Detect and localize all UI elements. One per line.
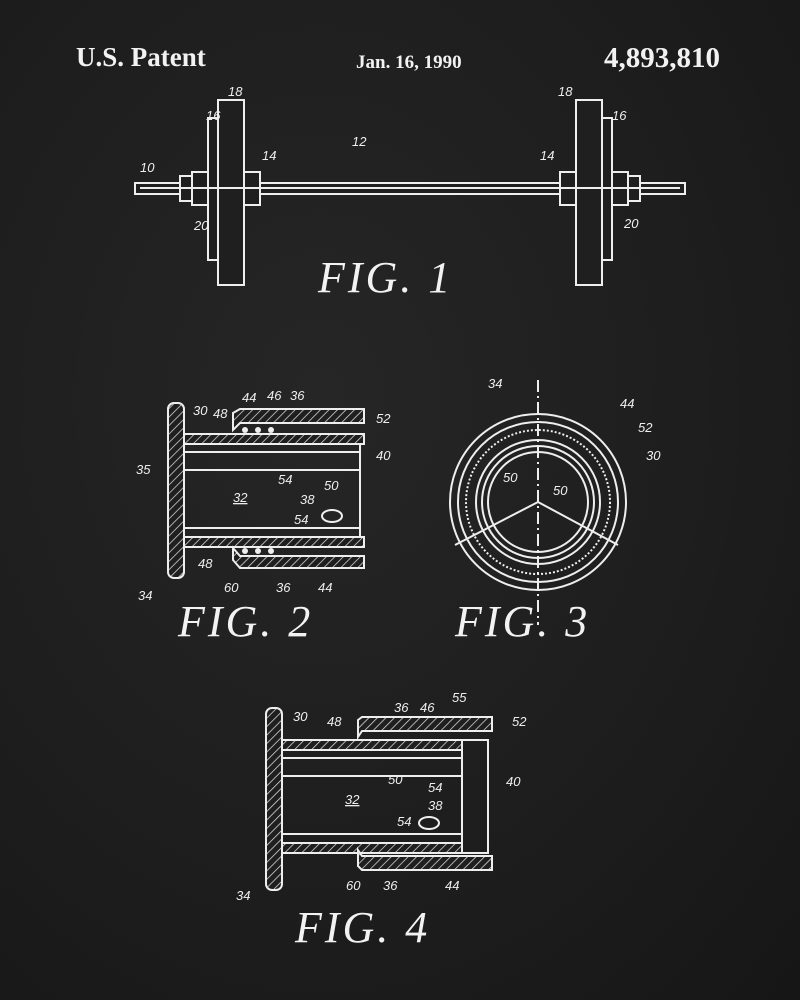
reference-numeral: 34 — [138, 588, 152, 603]
reference-numeral: 34 — [488, 376, 502, 391]
reference-numeral: 54 — [278, 472, 292, 487]
fig3-labels: 34 44 52 30 50 50 — [488, 376, 661, 498]
reference-numeral: 36 — [276, 580, 291, 595]
reference-numeral: 55 — [452, 690, 467, 705]
reference-numeral: 14 — [262, 148, 276, 163]
flange — [167, 402, 185, 579]
reference-numeral: 52 — [512, 714, 527, 729]
plate-right — [575, 99, 603, 286]
reference-numeral: 54 — [397, 814, 411, 829]
reference-numeral: 44 — [445, 878, 459, 893]
reference-numeral: 46 — [420, 700, 435, 715]
patent-label: U.S. Patent — [76, 42, 206, 72]
fig3-caption: FIG. 3 — [454, 597, 590, 646]
patent-date: Jan. 16, 1990 — [356, 52, 462, 73]
reference-numeral: 36 — [383, 878, 398, 893]
reference-numeral: 50 — [388, 772, 403, 787]
reference-numeral: 38 — [428, 798, 443, 813]
reference-numeral: 40 — [376, 448, 391, 463]
reference-numeral: 32 — [345, 792, 360, 807]
reference-numeral: 10 — [140, 160, 155, 175]
reference-numeral: 50 — [503, 470, 518, 485]
reference-numeral: 48 — [213, 406, 228, 421]
fig4-caption: FIG. 4 — [294, 903, 430, 952]
fig3-end-view — [449, 380, 627, 625]
fig2-caption: FIG. 2 — [177, 597, 313, 646]
reference-numeral: 54 — [428, 780, 442, 795]
reference-numeral: 16 — [612, 108, 627, 123]
reference-numeral: 50 — [324, 478, 339, 493]
reference-numeral: 38 — [300, 492, 315, 507]
fig4-section — [265, 707, 493, 891]
reference-numeral: 30 — [193, 403, 208, 418]
fig4-labels: 55 36 46 30 48 52 50 54 40 32 38 54 60 3… — [236, 690, 527, 903]
reference-numeral: 46 — [267, 388, 282, 403]
reference-numeral: 36 — [394, 700, 409, 715]
reference-numeral: 20 — [623, 216, 639, 231]
reference-numeral: 48 — [327, 714, 342, 729]
reference-numeral: 35 — [136, 462, 151, 477]
reference-numeral: 48 — [198, 556, 213, 571]
fig2-section — [167, 402, 365, 579]
patent-number: 4,893,810 — [604, 42, 720, 74]
reference-numeral: 52 — [376, 411, 391, 426]
reference-numeral: 36 — [290, 388, 305, 403]
reference-numeral: 40 — [506, 774, 521, 789]
reference-numeral: 50 — [553, 483, 568, 498]
reference-numeral: 60 — [224, 580, 239, 595]
reference-numeral: 44 — [318, 580, 332, 595]
fig1-caption: FIG. 1 — [317, 253, 453, 302]
reference-numeral: 32 — [233, 490, 248, 505]
reference-numeral: 18 — [558, 84, 573, 99]
reference-numeral: 14 — [540, 148, 554, 163]
fig2-labels: 44 46 36 30 48 52 35 40 54 50 32 38 54 4… — [136, 388, 391, 603]
reference-numeral: 12 — [352, 134, 367, 149]
reference-numeral: 30 — [646, 448, 661, 463]
reference-numeral: 44 — [242, 390, 256, 405]
reference-numeral: 60 — [346, 878, 361, 893]
plate-left — [217, 99, 245, 286]
reference-numeral: 52 — [638, 420, 653, 435]
reference-numeral: 20 — [193, 218, 209, 233]
reference-numeral: 16 — [206, 108, 221, 123]
reference-numeral: 44 — [620, 396, 634, 411]
fig1-barbell — [134, 99, 686, 286]
reference-numeral: 30 — [293, 709, 308, 724]
reference-numeral: 54 — [294, 512, 308, 527]
fig1-labels: 18 16 10 14 12 20 18 16 14 20 — [140, 84, 639, 233]
reference-numeral: 34 — [236, 888, 250, 903]
reference-numeral: 18 — [228, 84, 243, 99]
